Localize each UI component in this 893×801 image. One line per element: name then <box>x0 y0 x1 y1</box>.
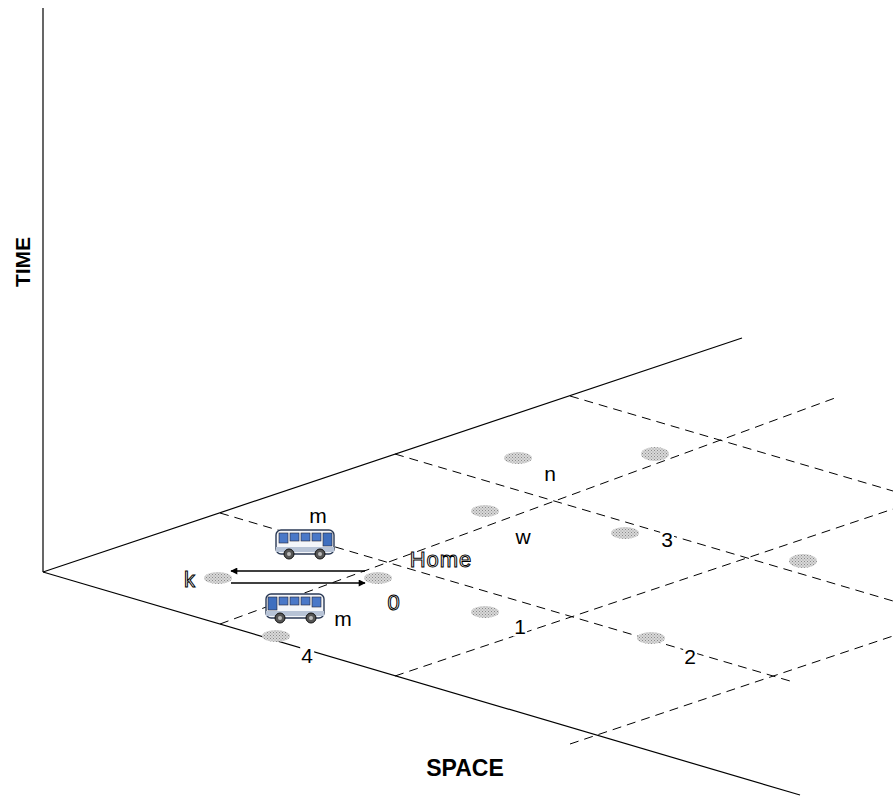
bus-label: m <box>308 505 328 526</box>
stop-label: n <box>543 463 557 484</box>
stop-spot <box>610 526 640 540</box>
stop-label: 0 <box>386 592 401 614</box>
stop-spot <box>470 605 500 619</box>
axis-label: TIME <box>12 236 33 288</box>
stop-node: w <box>470 504 500 518</box>
stop-node: 2 <box>636 631 666 645</box>
bus-label: m <box>333 608 353 629</box>
trip-arrow <box>231 582 365 583</box>
stop-node: k <box>203 571 233 585</box>
stop-node: 1 <box>470 605 500 619</box>
stop-node: Home0 <box>363 571 393 585</box>
stop-node: 3 <box>610 526 640 540</box>
stop-label: 4 <box>300 645 314 666</box>
stop-node: 4 <box>261 629 291 643</box>
stop-spot <box>261 629 291 643</box>
stop-spot <box>203 571 233 585</box>
stop-node: n <box>503 451 533 465</box>
stop-label: Home <box>409 549 474 571</box>
stop-label: 1 <box>513 616 527 637</box>
stop-label: 2 <box>683 646 697 667</box>
stop-label: 3 <box>660 529 674 550</box>
stop-label: k <box>183 569 197 591</box>
axis-label: SPACE <box>425 757 505 780</box>
stop-spot <box>470 504 500 518</box>
stop-label: w <box>514 526 531 547</box>
stop-spot <box>363 571 393 585</box>
stop-spot <box>636 631 666 645</box>
trip-arrow <box>231 570 365 571</box>
stop-spot <box>503 451 533 465</box>
